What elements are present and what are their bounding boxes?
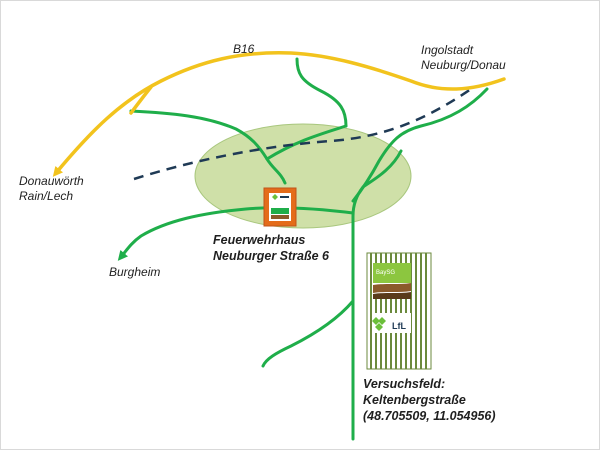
lfl-logo-text: LfL	[392, 321, 406, 331]
road-southwest	[117, 206, 355, 261]
label-donauwoerth: Donauwörth Rain/Lech	[19, 174, 84, 203]
road-main-south	[351, 149, 403, 441]
railway	[133, 87, 472, 181]
village-area	[194, 123, 412, 229]
road-center-east	[265, 124, 348, 161]
label-field: Versuchsfeld: Keltenbergstraße (48.70550…	[363, 377, 496, 423]
baysg-logo-text: BaySG	[376, 270, 395, 276]
field-icon: BaySG LfL	[366, 252, 432, 370]
road-north-branch	[295, 57, 348, 128]
road-west-branch	[129, 109, 269, 161]
label-ingolstadt: Ingolstadt Neuburg/Donau	[421, 43, 506, 72]
road-center-south	[265, 157, 287, 185]
road-south-spur	[261, 299, 355, 368]
road-northeast	[351, 87, 489, 203]
label-b16: B16	[233, 42, 255, 56]
label-fire-station: Feuerwehrhaus Neuburger Straße 6	[213, 233, 330, 263]
building-icon	[263, 187, 297, 227]
b16-spur	[129, 85, 153, 115]
main-road-b16	[52, 50, 506, 177]
label-burgheim: Burgheim	[109, 265, 161, 279]
